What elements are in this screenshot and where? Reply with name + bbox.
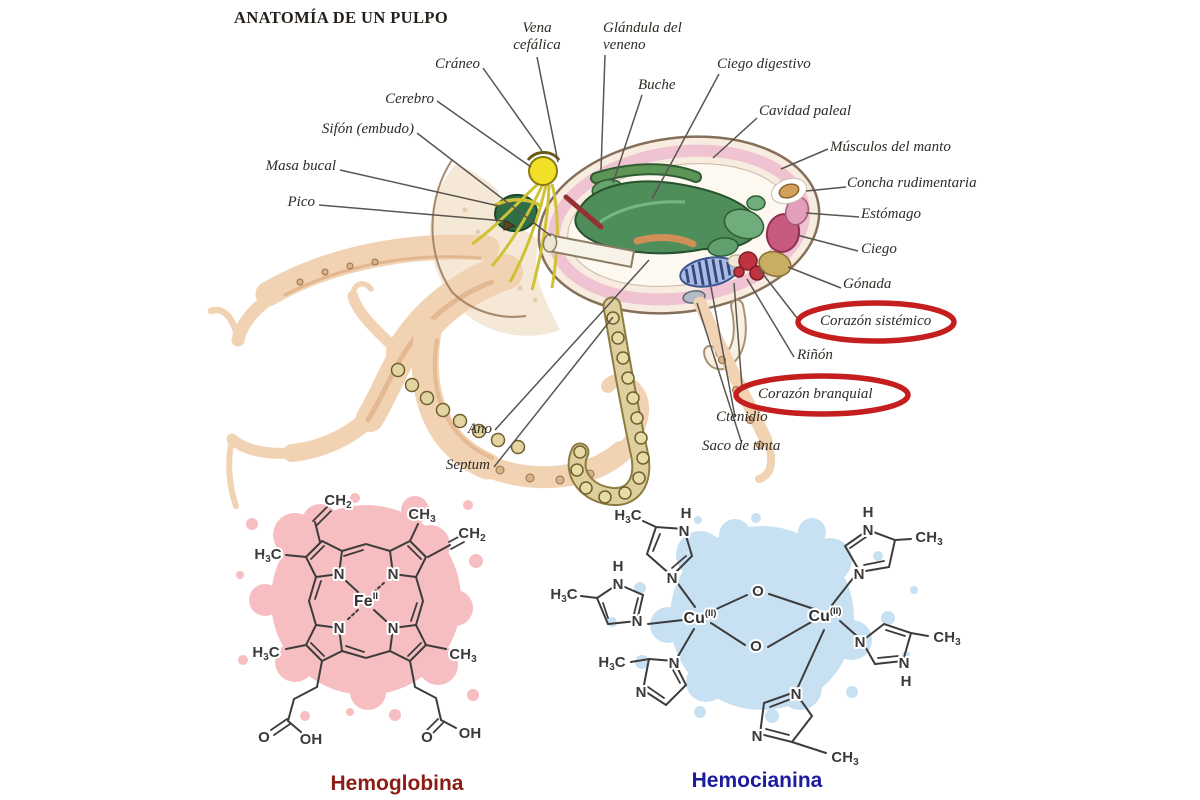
atom-label-o: O [752,583,764,600]
atom-label-cu: Cu(II) [684,608,717,627]
octopus-head-details [431,151,636,318]
atom-label-n: N [899,655,910,672]
octopus-front-arms [567,296,776,507]
branchial-heart [749,265,765,281]
hemocyanin-bonds [580,520,929,754]
brain [528,156,558,186]
label-vena-cefalica: Vena cefálica [513,20,561,53]
digestive-gland [574,180,760,255]
circle-corazon-sistemico [795,300,957,344]
label-cavidad-paleal: Cavidad paleal [759,103,852,119]
label-septum: Septum [445,457,490,473]
circle-corazon-branquial [733,373,911,417]
label-ano: Ano [467,421,492,437]
sucker-row [390,362,526,455]
atom-label-fe: FeII [354,591,378,610]
atom-label-o: O [421,729,433,746]
label-musculos-del-manto: Músculos del manto [830,139,951,155]
atom-label-n: N [334,620,345,637]
beak [503,219,517,231]
intestine [633,233,697,248]
atom-label-ch3: CH3 [831,749,859,768]
label-glandula-del-veneno: Glándula del veneno [603,20,682,53]
hemocyanin-caption: Hemocianina [691,769,823,792]
octopus-illustration [207,135,821,509]
label-craneo: Cráneo [435,56,480,72]
atom-label-o: O [258,729,270,746]
label-cerebro: Cerebro [385,91,434,107]
atom-label-ch2: CH2 [458,525,486,544]
rudimentary-shell [778,183,800,199]
atom-label-h: H [901,673,912,690]
label-ctenidio: Ctenidio [716,409,768,425]
atom-label-h: H [681,505,692,522]
atom-label-h3c: H3C [252,644,279,663]
atom-label-n: N [632,613,643,630]
heme-bonds [270,506,465,736]
octopus-organs [563,163,810,304]
atom-label-ch3: CH3 [915,529,943,548]
label-rinon: Riñón [797,347,833,363]
atom-label-cu: Cu(II) [809,606,842,625]
gill-ctenidium [679,256,739,288]
atom-label-ch2: CH2 [324,492,352,511]
label-concha-rudimentaria: Concha rudimentaria [847,175,977,191]
atom-label-h3c: H3C [614,507,641,526]
atom-label-ch3: CH3 [933,629,961,648]
label-sifon-embudo: Sifón (embudo) [321,121,414,137]
atom-label-n: N [855,634,866,651]
sucker-row-small [296,258,595,485]
atom-label-h3c: H3C [598,654,625,673]
atom-label-h3c: H3C [254,546,281,565]
atom-label-ch3: CH3 [449,646,477,665]
esophagus [563,194,604,230]
nerve-cords [471,180,559,291]
systemic-heart [738,251,758,271]
label-saco-de-tinta: Saco de tinta [702,438,781,454]
atom-label-n: N [863,522,874,539]
label-pico: Pico [287,194,316,210]
atom-label-n: N [669,655,680,672]
page-title: ANATOMÍA DE UN PULPO [234,8,449,27]
atom-label-n: N [388,566,399,583]
hemoglobin-caption: Hemoglobina [330,772,464,795]
atom-label-n: N [752,728,763,745]
atom-label-n: N [854,566,865,583]
label-ciego: Ciego [861,241,897,257]
atom-label-o: O [750,638,762,655]
label-masa-bucal: Masa bucal [265,158,336,174]
atom-label-n: N [667,570,678,587]
leader-lines [318,54,860,468]
atom-label-h3c: H3C [550,586,577,605]
atom-label-n: N [791,686,802,703]
atom-label-n: N [388,620,399,637]
label-estomago: Estómago [861,206,921,222]
label-buche: Buche [638,77,676,93]
octopus-arms [207,234,650,509]
label-gonada: Gónada [843,276,892,292]
atom-label-n: N [636,684,647,701]
atom-label-oh: OH [300,731,323,748]
atom-label-h: H [863,504,874,521]
atom-label-n: N [334,566,345,583]
label-corazon-sistemico: Corazón sistémico [820,313,932,329]
atom-label-oh: OH [459,725,482,742]
label-corazon-branquial: Corazón branquial [758,386,873,402]
atom-label-n: N [613,576,624,593]
highlight-circles [733,300,957,417]
atom-label-n: N [679,523,690,540]
atom-label-ch3: CH3 [408,506,436,525]
label-ciego-digestivo: Ciego digestivo [717,56,811,72]
atom-label-h: H [613,558,624,575]
